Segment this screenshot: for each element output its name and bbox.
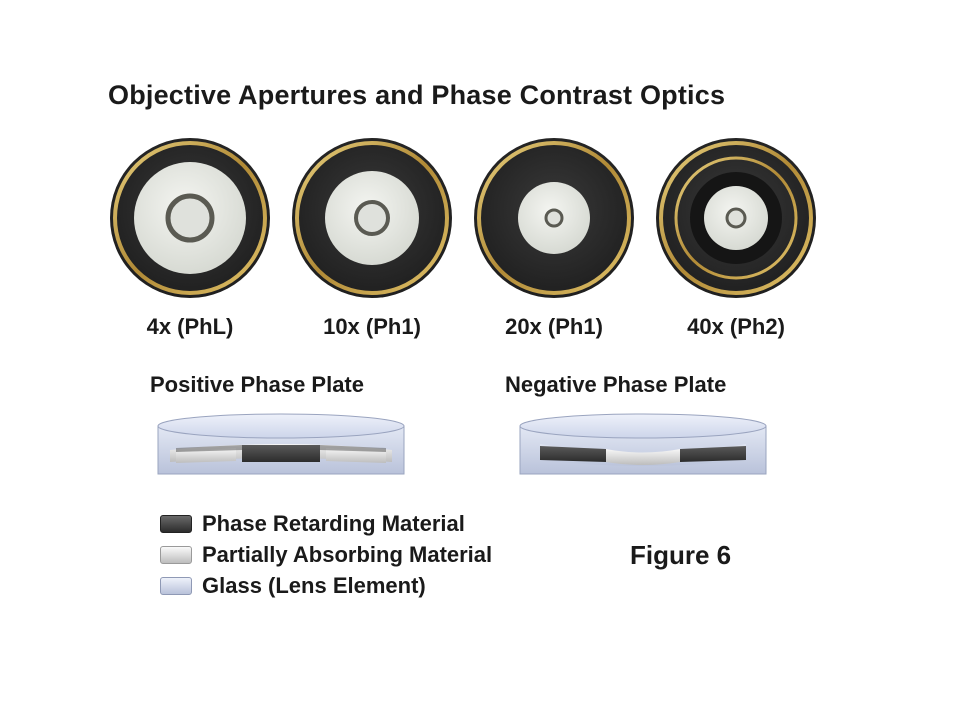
positive-phase-plate: [157, 413, 405, 475]
legend-item-phase-retarding: Phase Retarding Material: [160, 510, 465, 538]
aperture-label-40x: 40x (Ph2): [687, 314, 785, 339]
negative-phase-plate: [519, 413, 767, 475]
positive-plate-title: Positive Phase Plate: [150, 372, 364, 397]
diagram-title: Objective Apertures and Phase Contrast O…: [108, 80, 726, 110]
aperture-label-4x: 4x (PhL): [146, 314, 234, 339]
aperture-20x: [474, 138, 634, 298]
legend-item-glass: Glass (Lens Element): [160, 572, 426, 600]
aperture-10x: [292, 138, 452, 298]
legend-label: Glass (Lens Element): [202, 573, 426, 598]
figure-label: Figure 6: [630, 540, 732, 570]
aperture-label-10x: 10x (Ph1): [323, 314, 421, 339]
glass-swatch: [160, 577, 192, 595]
legend-label: Phase Retarding Material: [202, 511, 465, 536]
aperture-label-20x: 20x (Ph1): [505, 314, 603, 339]
aperture-4x: [110, 138, 270, 298]
aperture-40x: [656, 138, 816, 298]
partially-absorbing-swatch: [160, 546, 192, 564]
legend-item-partially-absorbing: Partially Absorbing Material: [160, 541, 492, 569]
negative-plate-title: Negative Phase Plate: [505, 372, 727, 397]
legend-label: Partially Absorbing Material: [202, 542, 493, 567]
phase-retarding-swatch: [160, 515, 192, 533]
